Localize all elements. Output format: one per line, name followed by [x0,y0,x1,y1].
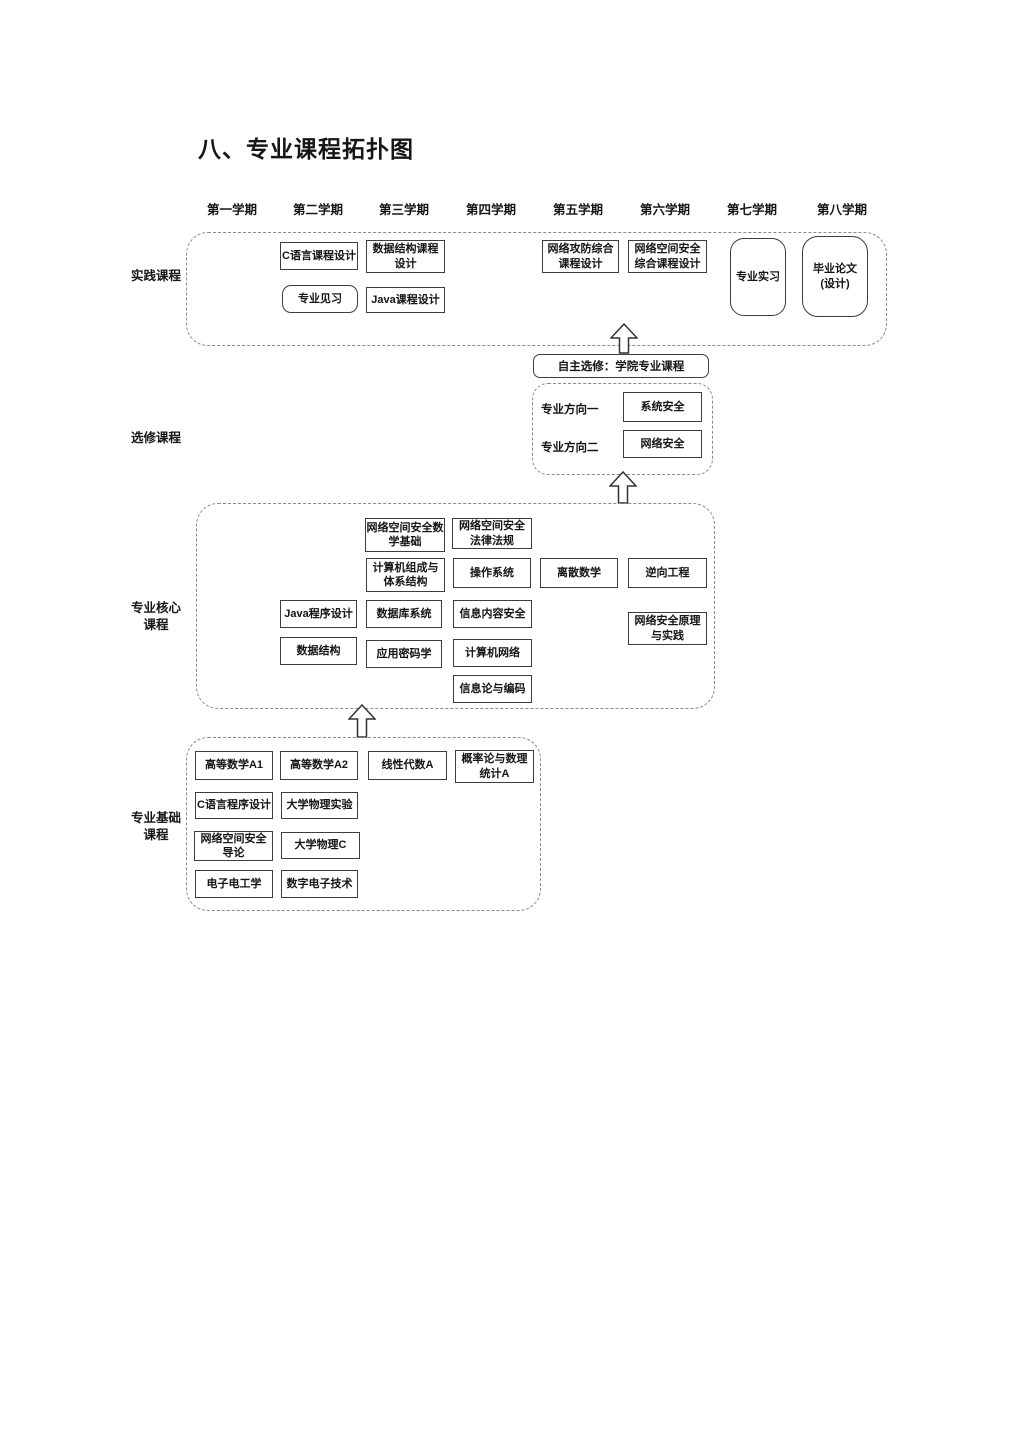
course-box-reverse-eng: 逆向工程 [628,558,707,588]
course-box-system-security: 系统安全 [623,392,702,422]
semester-header-5: 第五学期 [552,203,603,217]
course-box-computer-org: 计算机组成与 体系结构 [366,558,445,592]
course-box-computer-network: 计算机网络 [453,639,532,667]
course-box-discrete-math: 离散数学 [540,558,618,588]
section-label-base: 专业基础 课程 [130,811,181,842]
course-box-java: Java程序设计 [280,600,357,628]
course-box-cyber-intro: 网络空间安全 导论 [194,831,273,861]
course-box-thesis: 毕业论文 (设计) [802,236,868,317]
section-label-elective: 选修课程 [130,431,181,445]
semester-header-1: 第一学期 [206,203,257,217]
course-box-info-theory: 信息论与编码 [453,675,532,703]
practice-section-container [186,232,887,346]
direction1-label: 专业方向一 [541,404,599,416]
course-box-applied-crypto: 应用密码学 [366,640,442,668]
self-select-box: 自主选修：学院专业课程 [533,354,709,378]
course-box-c-programming: C语言程序设计 [195,792,273,819]
course-box-digital-electronics: 数字电子技术 [281,870,358,898]
course-box-ds-design: 数据结构课程 设计 [366,240,445,273]
course-box-intern-observe: 专业见习 [282,285,358,313]
course-box-cyber-math: 网络空间安全数 学基础 [365,518,445,552]
course-box-c-design: C语言课程设计 [280,242,358,270]
semester-header-4: 第四学期 [465,203,516,217]
course-box-network-security: 网络安全 [623,430,702,458]
course-box-math-a1: 高等数学A1 [195,751,273,780]
course-box-math-a2: 高等数学A2 [280,751,358,780]
direction2-label: 专业方向二 [541,442,599,454]
page-title: 八、专业课程拓扑图 [198,136,414,162]
course-box-attack-defense-design: 网络攻防综合 课程设计 [542,240,619,273]
course-box-physics-c: 大学物理C [281,832,360,859]
section-label-core: 专业核心 课程 [130,601,181,632]
course-box-physics-exp: 大学物理实验 [281,792,358,819]
base-section-container [186,737,541,911]
course-box-internship: 专业实习 [730,238,786,316]
semester-header-3: 第三学期 [378,203,429,217]
course-box-probability: 概率论与数理 统计A [455,750,534,783]
course-box-electronics: 电子电工学 [195,870,273,898]
course-box-database: 数据库系统 [366,600,442,628]
semester-header-2: 第二学期 [292,203,343,217]
course-box-cyber-comprehensive-design: 网络空间安全 综合课程设计 [628,240,707,273]
course-box-os: 操作系统 [453,558,531,588]
course-box-java-design: Java课程设计 [366,287,445,313]
up-arrow-icon [348,704,376,738]
course-box-linear-algebra: 线性代数A [368,751,447,780]
course-box-info-content-sec: 信息内容安全 [453,600,532,628]
semester-header-7: 第七学期 [726,203,777,217]
up-arrow-icon [609,471,637,504]
course-box-data-structure: 数据结构 [280,637,357,665]
course-box-cyber-law: 网络空间安全 法律法规 [452,518,532,549]
semester-header-8: 第八学期 [816,203,867,217]
core-section-container [196,503,715,709]
up-arrow-icon [610,323,638,354]
section-label-practice: 实践课程 [130,269,181,283]
semester-header-6: 第六学期 [639,203,690,217]
course-box-netsec-principle: 网络安全原理 与实践 [628,612,707,645]
